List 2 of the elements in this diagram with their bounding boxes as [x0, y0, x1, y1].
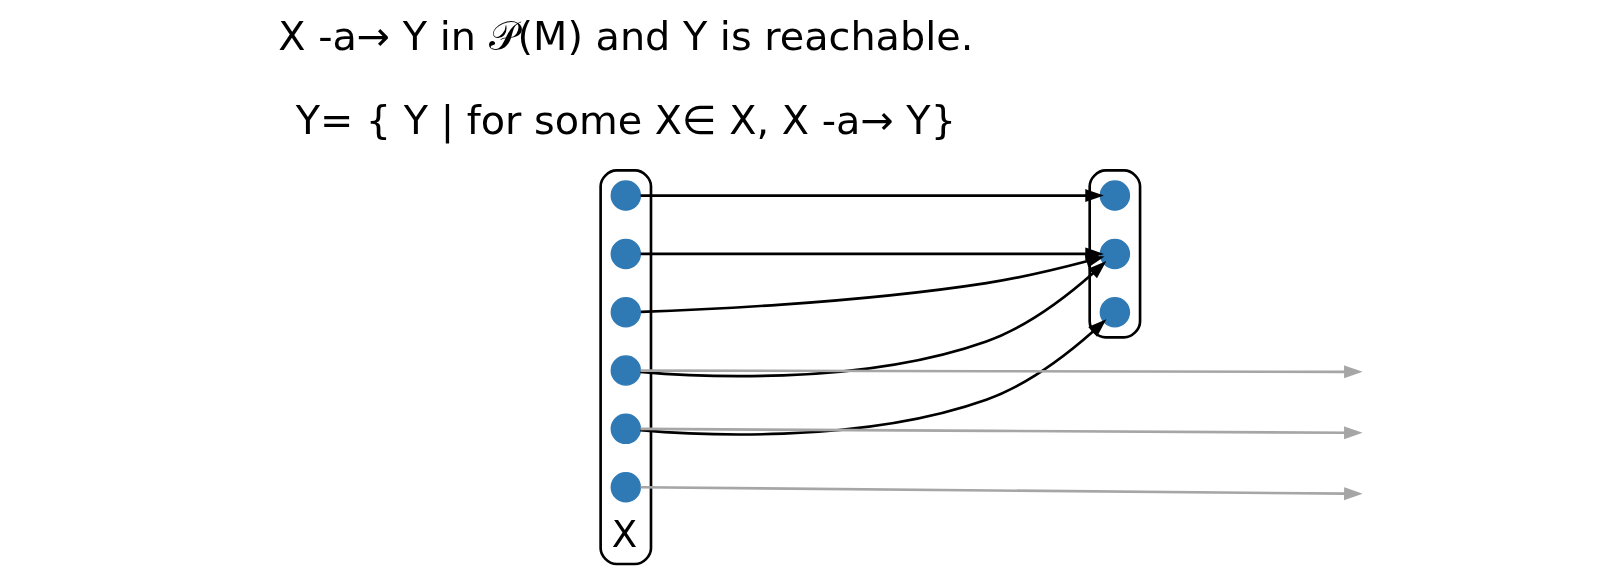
label: Y= { Y | for some X∈ X, X -a→ Y} [295, 96, 956, 143]
label: X -a→ Y in 𝒫(M) and Y is reachable. [277, 13, 973, 60]
